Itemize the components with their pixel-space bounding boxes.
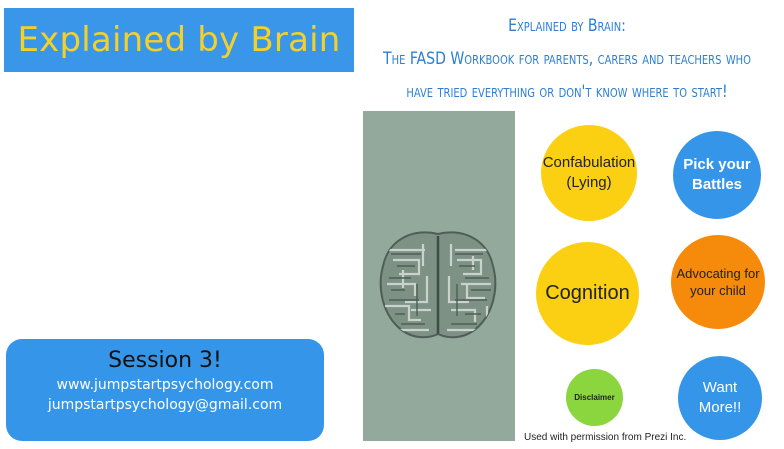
- heading-line-2: The FASD Workbook for parents, carers an…: [383, 49, 751, 69]
- session-info-box[interactable]: Session 3! www.jumpstartpsychology.com j…: [6, 339, 324, 441]
- topic-advocating-label: Advocating for your child: [676, 266, 760, 298]
- topic-confabulation[interactable]: Confabulation (Lying): [541, 125, 637, 221]
- workbook-heading: Explained by Brain: The FASD Workbook fo…: [369, 10, 765, 109]
- prezi-permission-caption: Used with permission from Prezi Inc.: [524, 432, 687, 443]
- brain-icon: [379, 231, 497, 339]
- title-text: Explained by Brain: [17, 20, 341, 60]
- brain-image-panel: [363, 111, 515, 441]
- topic-disclaimer-label: Disclaimer: [574, 393, 615, 402]
- heading-line-1: Explained by Brain:: [508, 16, 626, 36]
- topic-confabulation-label: Confabulation (Lying): [542, 154, 636, 191]
- topic-want-more[interactable]: Want More!!: [678, 356, 762, 440]
- email-link[interactable]: jumpstartpsychology@gmail.com: [47, 397, 283, 413]
- session-title: Session 3!: [108, 348, 222, 373]
- title-banner[interactable]: Explained by Brain: [4, 8, 354, 72]
- topic-disclaimer[interactable]: Disclaimer: [566, 369, 623, 426]
- topic-cognition[interactable]: Cognition: [536, 242, 639, 345]
- website-link[interactable]: www.jumpstartpsychology.com: [56, 377, 274, 393]
- topic-want-more-label: Want More!!: [698, 379, 742, 416]
- heading-line-3: have tried everything or don't know wher…: [406, 82, 728, 102]
- topic-cognition-label: Cognition: [545, 282, 630, 304]
- topic-pick-your-battles[interactable]: Pick your Battles: [673, 131, 761, 219]
- topic-pick-your-battles-label: Pick your Battles: [683, 156, 751, 193]
- topic-advocating[interactable]: Advocating for your child: [671, 235, 765, 329]
